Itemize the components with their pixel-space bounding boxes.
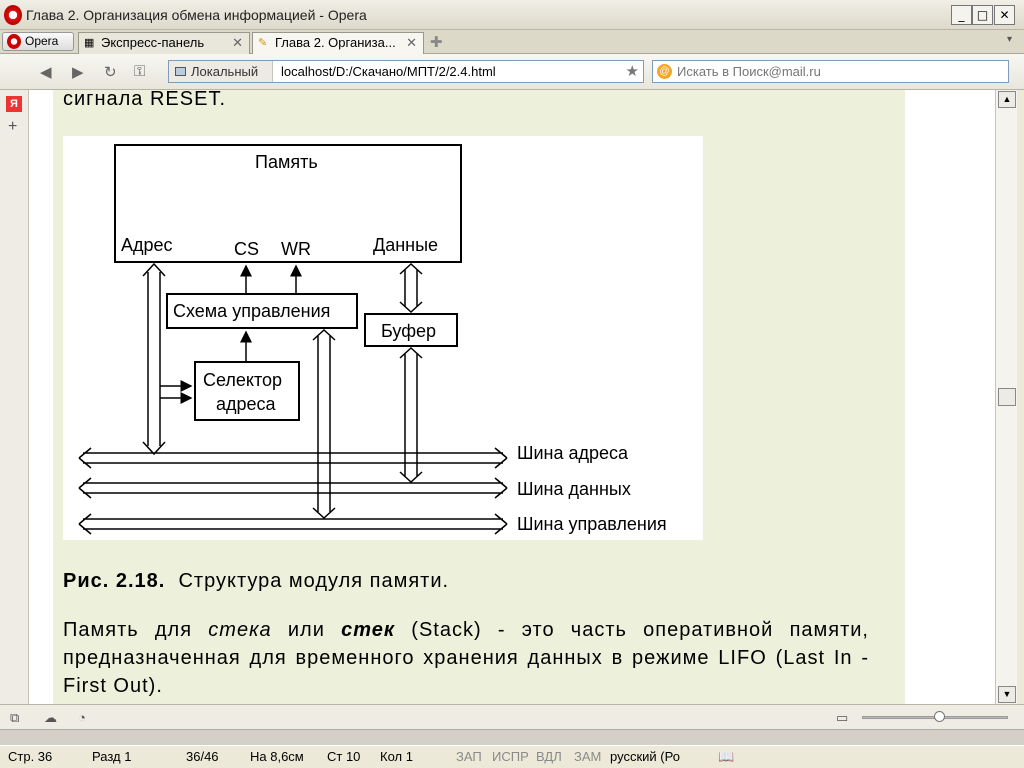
control-scheme-block (166, 293, 358, 329)
computer-icon (175, 67, 186, 76)
status-pages: 36/46 (186, 749, 219, 764)
para-bold-italic: стек (341, 619, 396, 641)
control-bus-line (78, 513, 508, 535)
buffer-block (364, 313, 458, 347)
speed-dial-icon: ▦ (84, 37, 95, 49)
selector-label-2: адреса (216, 394, 277, 414)
side-panel: Я + (0, 90, 29, 704)
key-icon[interactable]: ⚿ (134, 63, 146, 80)
tab-close-icon[interactable]: ✕ (406, 35, 417, 50)
status-language[interactable]: русский (Ро (610, 749, 680, 764)
text-fragment: сигнала RESET. (63, 90, 227, 110)
address-bus-label: Шина адреса (517, 443, 629, 463)
memory-module-diagram: Память Адрес CS WR Данные Схема управлен… (63, 136, 703, 540)
cloud-icon[interactable]: ☁ (44, 710, 57, 725)
status-track[interactable]: ИСПР (492, 749, 529, 764)
document-page: сигнала RESET. (53, 90, 905, 704)
status-section: Разд 1 (92, 749, 132, 764)
status-rec[interactable]: ЗАП (456, 749, 482, 764)
scroll-up-icon[interactable]: ▲ (998, 91, 1016, 108)
view-icon[interactable]: ▭ (836, 710, 849, 725)
page-favicon-icon: ✎ (258, 37, 268, 49)
para-text: или (271, 619, 342, 641)
memory-label: Память (255, 152, 318, 172)
tab-label: Глава 2. Организа... (275, 35, 396, 50)
address-label: Адрес (121, 235, 173, 255)
stack-paragraph: Память для стека или стек (Stack) - это … (63, 616, 869, 700)
page-viewport: сигнала RESET. (29, 90, 995, 704)
maximize-button[interactable]: □ (972, 5, 993, 25)
opera-menu-label: Opera (25, 34, 59, 48)
close-button[interactable]: ✕ (994, 5, 1015, 25)
browser-window: Глава 2. Организация обмена информацией … (0, 0, 1024, 745)
tab-close-icon[interactable]: ✕ (232, 35, 243, 50)
para-text: Память для (63, 619, 209, 641)
wr-label: WR (281, 239, 311, 259)
memory-block (114, 144, 462, 263)
window-title: Глава 2. Организация обмена информацией … (26, 7, 367, 23)
reload-icon[interactable]: ↻ (104, 64, 117, 81)
cs-label: CS (234, 239, 259, 259)
minimize-button[interactable]: _ (951, 5, 972, 25)
caption-text: Структура модуля памяти. (178, 570, 450, 592)
status-page: Стр. 36 (8, 749, 53, 764)
add-panel-icon[interactable]: + (8, 118, 18, 135)
tab-bar: Opera ▦ Экспресс-панель ✕ ✎ Глава 2. Орг… (0, 30, 1024, 54)
data-bus-label: Шина данных (517, 479, 631, 499)
mailru-search-icon[interactable]: @ (657, 64, 672, 79)
yandex-icon[interactable]: Я (6, 96, 22, 112)
zoom-slider-thumb[interactable] (934, 711, 945, 722)
address-bus-line (78, 447, 508, 469)
control-bus-label: Шина управления (517, 514, 667, 534)
address-field[interactable]: Локальный localhost/D:/Скачано/МПТ/2/2.4… (168, 60, 644, 83)
background-word-toolbar (0, 729, 1024, 745)
status-overtype[interactable]: ЗАМ (574, 749, 602, 764)
speed-icon[interactable]: ◔ (78, 710, 86, 725)
security-badge-label: Локальный (191, 64, 259, 79)
tab-list-chevron-icon[interactable]: ▾ (1006, 34, 1012, 45)
control-scheme-label: Схема управления (173, 301, 330, 321)
data-bus-line (78, 477, 508, 499)
data-label: Данные (373, 235, 438, 255)
status-position: На 8,6см (250, 749, 304, 764)
address-selector-block (194, 361, 300, 421)
scroll-down-icon[interactable]: ▼ (998, 686, 1016, 703)
vertical-scrollbar[interactable]: ▲ ▼ (995, 90, 1017, 704)
opera-menu-button[interactable]: Opera (2, 32, 74, 51)
diagram-svg: Память Адрес CS WR Данные Схема управлен… (78, 144, 667, 535)
address-url[interactable]: localhost/D:/Скачано/МПТ/2/2.4.html (281, 64, 496, 79)
word-status-bar: Стр. 36 Разд 1 36/46 На 8,6см Ст 10 Кол … (0, 745, 1024, 768)
figure-caption: Рис. 2.18. Структура модуля памяти. (63, 570, 449, 593)
para-italic: стека (208, 619, 272, 641)
opera-logo-icon (4, 5, 22, 25)
back-arrow-icon[interactable]: ◀ (40, 64, 52, 81)
security-badge[interactable]: Локальный (169, 61, 273, 82)
buffer-label: Буфер (381, 321, 436, 341)
status-column: Кол 1 (380, 749, 413, 764)
status-extend[interactable]: ВДЛ (536, 749, 562, 764)
navigation-bar: ◀ ▶ ↻ ⚿ Локальный localhost/D:/Скачано/М… (0, 54, 1024, 90)
opera-menu-icon (7, 34, 21, 49)
forward-arrow-icon[interactable]: ▶ (72, 64, 84, 81)
title-bar: Глава 2. Организация обмена информацией … (0, 0, 1024, 30)
panel-toggle-icon[interactable]: ⧉ (10, 710, 20, 725)
selector-label-1: Селектор (203, 370, 282, 390)
bookmark-star-icon[interactable]: ★ (625, 63, 639, 80)
search-box[interactable]: @ (652, 60, 1009, 83)
tab-label: Экспресс-панель (101, 35, 205, 50)
spelling-book-icon[interactable]: 📖 (718, 749, 735, 764)
browser-status-bar: ⧉ ☁ ◔ ▭ (0, 704, 1024, 729)
status-line: Ст 10 (327, 749, 361, 764)
caption-label: Рис. 2.18. (63, 570, 166, 592)
search-input[interactable] (677, 63, 1002, 80)
tab-speed-dial[interactable]: ▦ Экспресс-панель ✕ (78, 32, 250, 54)
scroll-thumb[interactable] (998, 388, 1016, 406)
para-text: (Stack) - это часть оперативной памяти, … (63, 619, 869, 697)
tab-chapter-2[interactable]: ✎ Глава 2. Организа... ✕ (252, 32, 424, 54)
new-tab-icon[interactable]: ✚ (430, 34, 443, 51)
